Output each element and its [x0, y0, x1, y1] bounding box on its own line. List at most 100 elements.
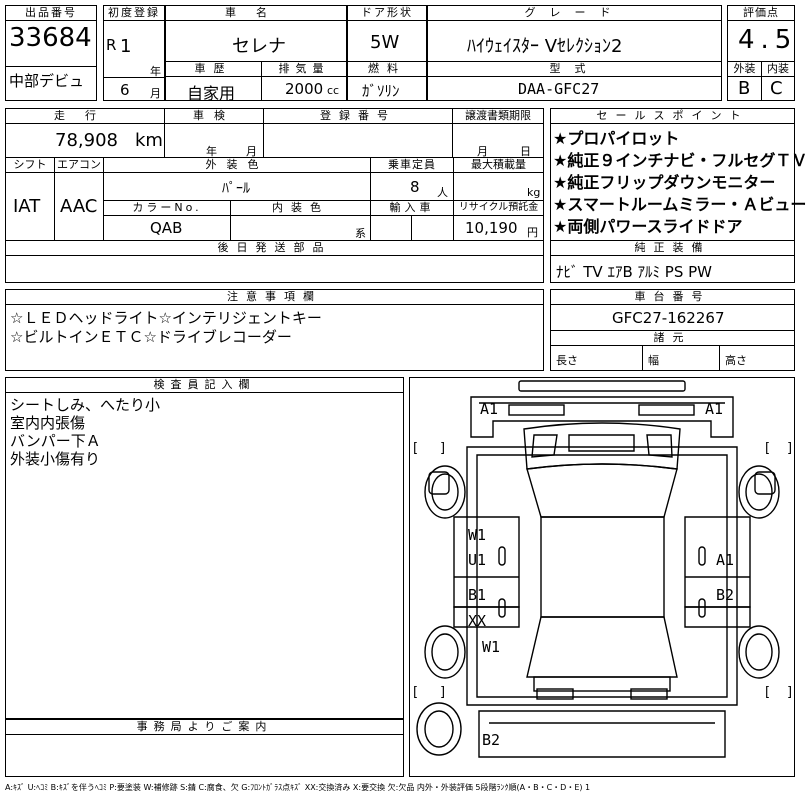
sales-point-item: ★純正９インチナビ・フルセグＴＶ [553, 151, 807, 170]
width-cell [642, 345, 720, 371]
color-no-label: カラーNo. [103, 200, 231, 216]
displacement: 2000 [285, 80, 324, 98]
shift: IAT [13, 196, 41, 217]
inspector-label: 検査員記入欄 [5, 377, 404, 393]
mark-door-fl: W1 [468, 526, 487, 544]
width-label: 幅 [648, 354, 659, 367]
inspector-line: 室内内張傷 [10, 414, 86, 432]
transfer-label: 譲渡書類期限 [452, 108, 544, 124]
era: R [106, 36, 117, 54]
ac-label: エアコン [54, 157, 104, 173]
note-line: ☆ビルトインＥＴＣ☆ドライブレコーダー [10, 328, 292, 346]
sales-points-list: ★プロパイロット ★純正９インチナビ・フルセグＴＶ ★純正フリップダウンモニター… [553, 128, 807, 238]
interior-label: 内装 [761, 61, 795, 77]
length-label: 長さ [556, 354, 578, 367]
displacement-unit: cc [327, 84, 340, 97]
mark-door-rl2: XX [468, 612, 487, 630]
score: 4.5 [738, 25, 798, 55]
mark-sill-left: W1 [482, 638, 501, 656]
displacement-cell [261, 76, 347, 101]
import-label: 輸入車 [370, 200, 454, 216]
equipment: ﾅﾋﾞ TV ｴｱB ｱﾙﾐ PS PW [556, 263, 712, 281]
car-diagram [416, 380, 780, 758]
month: 6 [120, 81, 130, 99]
lot-no-label: 出品番号 [5, 5, 97, 21]
first-reg-box [103, 5, 165, 101]
recycle-label: リサイクル預託金 [453, 200, 544, 216]
height-label: 高さ [725, 354, 747, 367]
displacement-label: 排気量 [261, 61, 347, 77]
inspector-line: 外装小傷有り [10, 450, 101, 468]
reg-no-cell [263, 123, 453, 158]
inspector-box [5, 377, 404, 719]
mileage: 78,908 [55, 130, 118, 151]
color-no: QAB [150, 219, 183, 237]
grade-box [427, 5, 722, 101]
exterior: B [738, 78, 751, 99]
sales-point-item: ★純正フリップダウンモニター [553, 173, 776, 192]
chassis-label: 車台番号 [550, 289, 795, 305]
max-load-label: 最大積載量 [453, 157, 544, 173]
lot-no: 33684 [9, 23, 92, 53]
mark-rear: B2 [482, 731, 501, 749]
debut-text: 中部デビュ [9, 72, 85, 90]
inspection-month-unit: 月 [246, 145, 257, 158]
bracket-left-4: [ [765, 685, 771, 700]
chassis-number: GFC27-162267 [612, 309, 725, 327]
door-label: ドア形状 [347, 5, 427, 21]
fuel-cell [347, 76, 427, 101]
debut-cell [5, 66, 97, 101]
mileage-unit: km [135, 130, 163, 151]
mark-door-fl2: U1 [468, 551, 487, 569]
notes-label: 注意事項欄 [5, 289, 544, 305]
bracket-right-1: ] [440, 441, 446, 456]
ext-color: ﾊﾟｰﾙ [222, 181, 250, 197]
import-cell [370, 215, 412, 241]
month-unit: 月 [150, 87, 161, 100]
legend: A:ｷｽﾞ U:ﾍｺﾐ B:ｷｽﾞを伴うﾍｺﾐ P:要塗装 W:補修跡 S:錆 … [5, 783, 591, 792]
bracket-right-4: ] [787, 685, 793, 700]
grade: ﾊｲｳｪｲｽﾀｰ Vｾﾚｸｼｮﾝ2 [467, 36, 623, 57]
note-line: ☆ＬＥＤヘッドライト☆インテリジェントキー [10, 309, 322, 327]
fuel-label: 燃料 [347, 61, 427, 77]
equipment-label: 純正装備 [550, 240, 795, 256]
model-label: 型式 [427, 61, 722, 77]
year: 1 [120, 36, 132, 57]
max-load-unit: kg [527, 186, 541, 199]
capacity: 8 [410, 178, 420, 196]
mark-door-rr: B2 [716, 586, 735, 604]
bracket-left-1: [ [413, 441, 419, 456]
transfer-month-unit: 月 [477, 145, 488, 158]
inspector-line: シートしみ、へたり小 [10, 396, 161, 414]
dims-label: 諸元 [550, 330, 795, 346]
int-color-label: 内装色 [230, 200, 371, 216]
bracket-left-2: [ [765, 441, 771, 456]
sales-point-item: ★両側パワースライドドア [553, 217, 743, 236]
score-label: 評価点 [727, 5, 795, 21]
door: 5W [370, 32, 400, 53]
model: DAA-GFC27 [518, 80, 600, 98]
import-cell-2 [411, 215, 454, 241]
sales-point-item: ★プロパイロット [553, 129, 680, 148]
capacity-label: 乗車定員 [370, 157, 454, 173]
inspector-line: バンパー下Ａ [10, 432, 101, 450]
car-name: セレナ [232, 36, 286, 57]
interior-cell [761, 76, 795, 101]
month-divider [103, 77, 165, 78]
bracket-left-3: [ [413, 685, 419, 700]
later-parts-label: 後日発送部品 [5, 240, 544, 256]
year-unit: 年 [150, 65, 161, 78]
ext-color-label: 外装色 [103, 157, 371, 173]
interior: C [770, 78, 783, 99]
bracket-right-3: ] [440, 685, 446, 700]
int-color-cell [230, 215, 371, 241]
grade-label: グレード [427, 5, 722, 21]
mark-door-rl: B1 [468, 586, 487, 604]
mark-front-left: A1 [480, 400, 499, 418]
int-color-unit: 系 [355, 227, 366, 240]
fuel: ｶﾞｿﾘﾝ [362, 82, 400, 100]
transfer-day-unit: 日 [520, 145, 531, 158]
inspection-label: 車検 [164, 108, 264, 124]
reg-no-label: 登録番号 [263, 108, 453, 124]
lot-no-box [5, 5, 97, 101]
